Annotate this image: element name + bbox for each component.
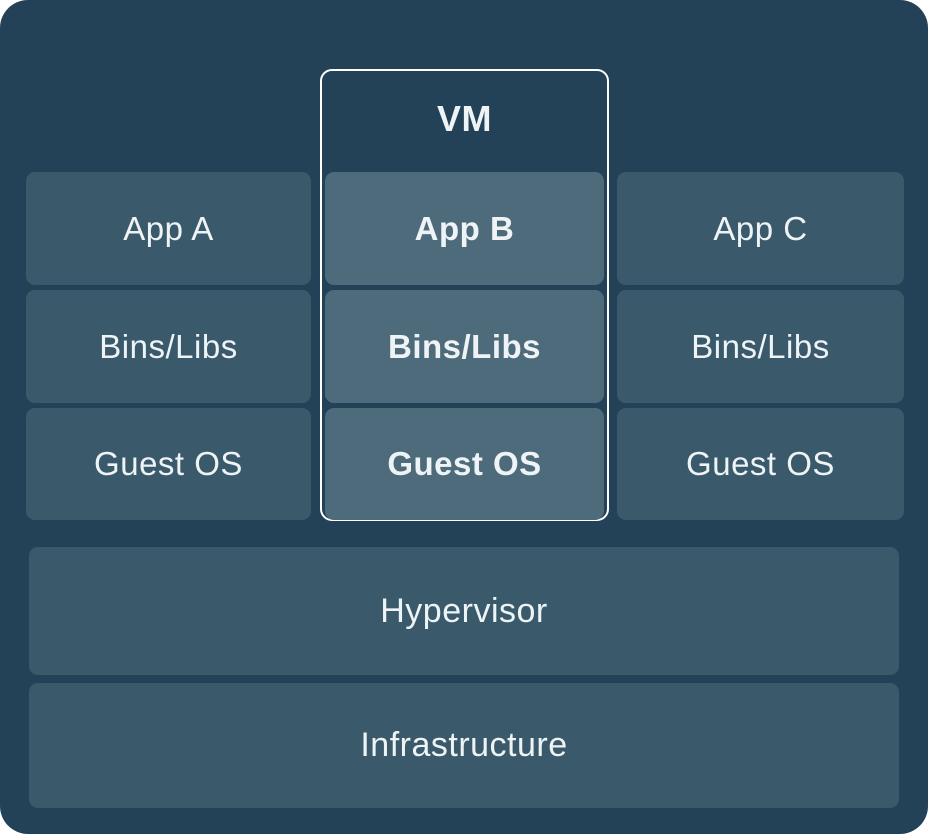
box-bins-libs-a: Bins/Libs bbox=[26, 290, 311, 403]
box-guest-os-b: Guest OS bbox=[325, 408, 604, 520]
box-infrastructure: Infrastructure bbox=[29, 683, 899, 808]
box-bins-libs-c: Bins/Libs bbox=[617, 290, 904, 403]
box-app-a: App A bbox=[26, 172, 311, 285]
box-app-c: App C bbox=[617, 172, 904, 285]
box-guest-os-c: Guest OS bbox=[617, 408, 904, 520]
box-guest-os-a: Guest OS bbox=[26, 408, 311, 520]
box-bins-libs-b: Bins/Libs bbox=[325, 290, 604, 403]
box-hypervisor: Hypervisor bbox=[29, 547, 899, 675]
box-app-b: App B bbox=[325, 172, 604, 285]
vm-title: VM bbox=[437, 98, 492, 139]
vm-container-frame bbox=[320, 69, 609, 521]
